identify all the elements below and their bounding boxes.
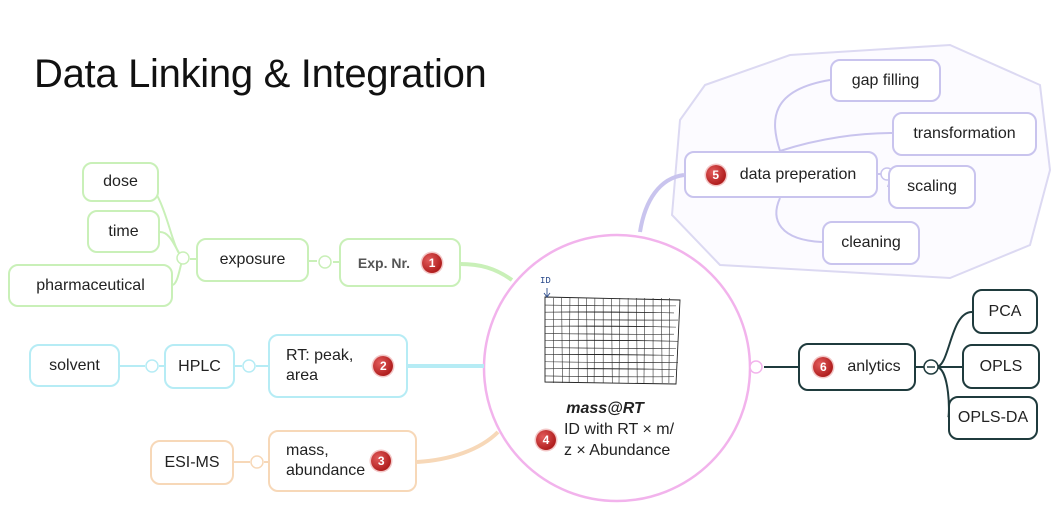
node-cleaning-label: cleaning <box>841 234 901 251</box>
node-mass-line2: abundance <box>286 462 366 479</box>
node-rt-peak-line2: area <box>286 367 319 384</box>
matrix-row-line <box>544 311 675 314</box>
badge-1: 1 <box>422 252 443 273</box>
hub-collapse-dot[interactable] <box>749 360 763 374</box>
node-gap-filling[interactable]: gap filling <box>830 59 941 102</box>
node-exposure-label: exposure <box>219 251 286 268</box>
badge-3: 3 <box>371 451 392 471</box>
exp-nr-collapse-dot[interactable] <box>318 255 332 269</box>
node-rt-peak-label: RT: peak, area <box>286 346 353 386</box>
node-data-preparation-label: data preperation <box>739 165 857 183</box>
node-rt-peak-line1: RT: peak, <box>286 347 354 364</box>
node-scaling-label: scaling <box>907 178 957 195</box>
badge-2: 2 <box>373 356 394 376</box>
badge-5: 5 <box>705 164 726 185</box>
node-exposure[interactable]: exposure <box>196 238 309 282</box>
exposure-collapse-dot[interactable] <box>176 251 190 265</box>
node-opls-label: OPLS <box>979 357 1023 375</box>
node-exp-nr[interactable]: Exp. Nr. 1 <box>339 238 461 287</box>
matrix-row-line <box>544 333 675 335</box>
node-opls[interactable]: OPLS <box>962 344 1040 389</box>
node-esi-ms-label: ESI-MS <box>164 453 220 471</box>
hub-line1: ID with RT × m/ <box>563 421 675 438</box>
node-data-preparation[interactable]: 5 data preperation <box>684 151 878 198</box>
matrix-row-line <box>544 304 677 307</box>
node-rt-peak[interactable]: RT: peak, area 2 <box>268 334 408 398</box>
node-opls-da[interactable]: OPLS-DA <box>948 396 1038 440</box>
node-exp-nr-label: Exp. Nr. <box>357 254 411 271</box>
node-analytics-label: anlytics <box>847 358 901 375</box>
matrix-row-line <box>544 318 679 321</box>
node-solvent[interactable]: solvent <box>29 344 120 387</box>
node-hplc[interactable]: HPLC <box>164 344 235 389</box>
node-transformation-label: transformation <box>913 125 1016 142</box>
matrix-row-line <box>544 339 679 342</box>
ms-connectors <box>233 430 500 464</box>
hub-text[interactable]: mass@RT 4 ID with RT × m/z × Abundance <box>505 398 705 461</box>
badge-4: 4 <box>535 430 556 450</box>
node-pca[interactable]: PCA <box>972 289 1038 334</box>
matrix-column-line <box>668 297 670 384</box>
node-esi-ms[interactable]: ESI-MS <box>150 440 234 485</box>
solvent-collapse-dot[interactable] <box>145 359 159 373</box>
node-mass-abundance[interactable]: mass, abundance 3 <box>268 430 417 492</box>
node-cleaning[interactable]: cleaning <box>822 221 920 265</box>
node-solvent-label: solvent <box>49 356 100 374</box>
node-pharmaceutical[interactable]: pharmaceutical <box>8 264 173 307</box>
hub-line2: z × Abundance <box>563 442 671 459</box>
node-time-label: time <box>108 222 139 240</box>
hub-circle <box>482 233 752 503</box>
node-transformation[interactable]: transformation <box>892 112 1037 156</box>
node-hplc-label: HPLC <box>178 357 221 375</box>
data-matrix-grid <box>544 297 679 384</box>
node-gap-filling-label: gap filling <box>851 71 920 89</box>
node-pca-label: PCA <box>988 302 1022 320</box>
badge-6: 6 <box>813 357 834 377</box>
node-time[interactable]: time <box>87 210 160 253</box>
matrix-row-line <box>544 354 675 356</box>
node-scaling[interactable]: scaling <box>888 165 976 209</box>
matrix-row-line <box>544 325 677 328</box>
esi-ms-collapse-dot[interactable] <box>250 455 264 469</box>
hplc-collapse-dot[interactable] <box>242 359 256 373</box>
matrix-column-line <box>661 297 663 384</box>
node-opls-da-label: OPLS-DA <box>957 409 1029 426</box>
hub-title: mass@RT <box>566 400 644 417</box>
matrix-id-label: ID <box>540 276 551 286</box>
page-title: Data Linking & Integration <box>34 52 487 96</box>
node-mass-abundance-label: mass, abundance <box>286 441 365 481</box>
node-dose-label: dose <box>103 173 138 190</box>
prep-connectors <box>638 79 895 243</box>
node-mass-line1: mass, <box>286 442 329 459</box>
matrix-row-line <box>544 361 679 363</box>
matrix-row-line <box>544 347 677 349</box>
matrix-row-line <box>544 375 675 378</box>
matrix-row-line <box>544 368 677 370</box>
node-dose[interactable]: dose <box>82 162 159 202</box>
node-pharmaceutical-label: pharmaceutical <box>36 276 145 294</box>
node-analytics[interactable]: 6 anlytics <box>798 343 916 391</box>
data-matrix-sketch <box>543 288 681 385</box>
